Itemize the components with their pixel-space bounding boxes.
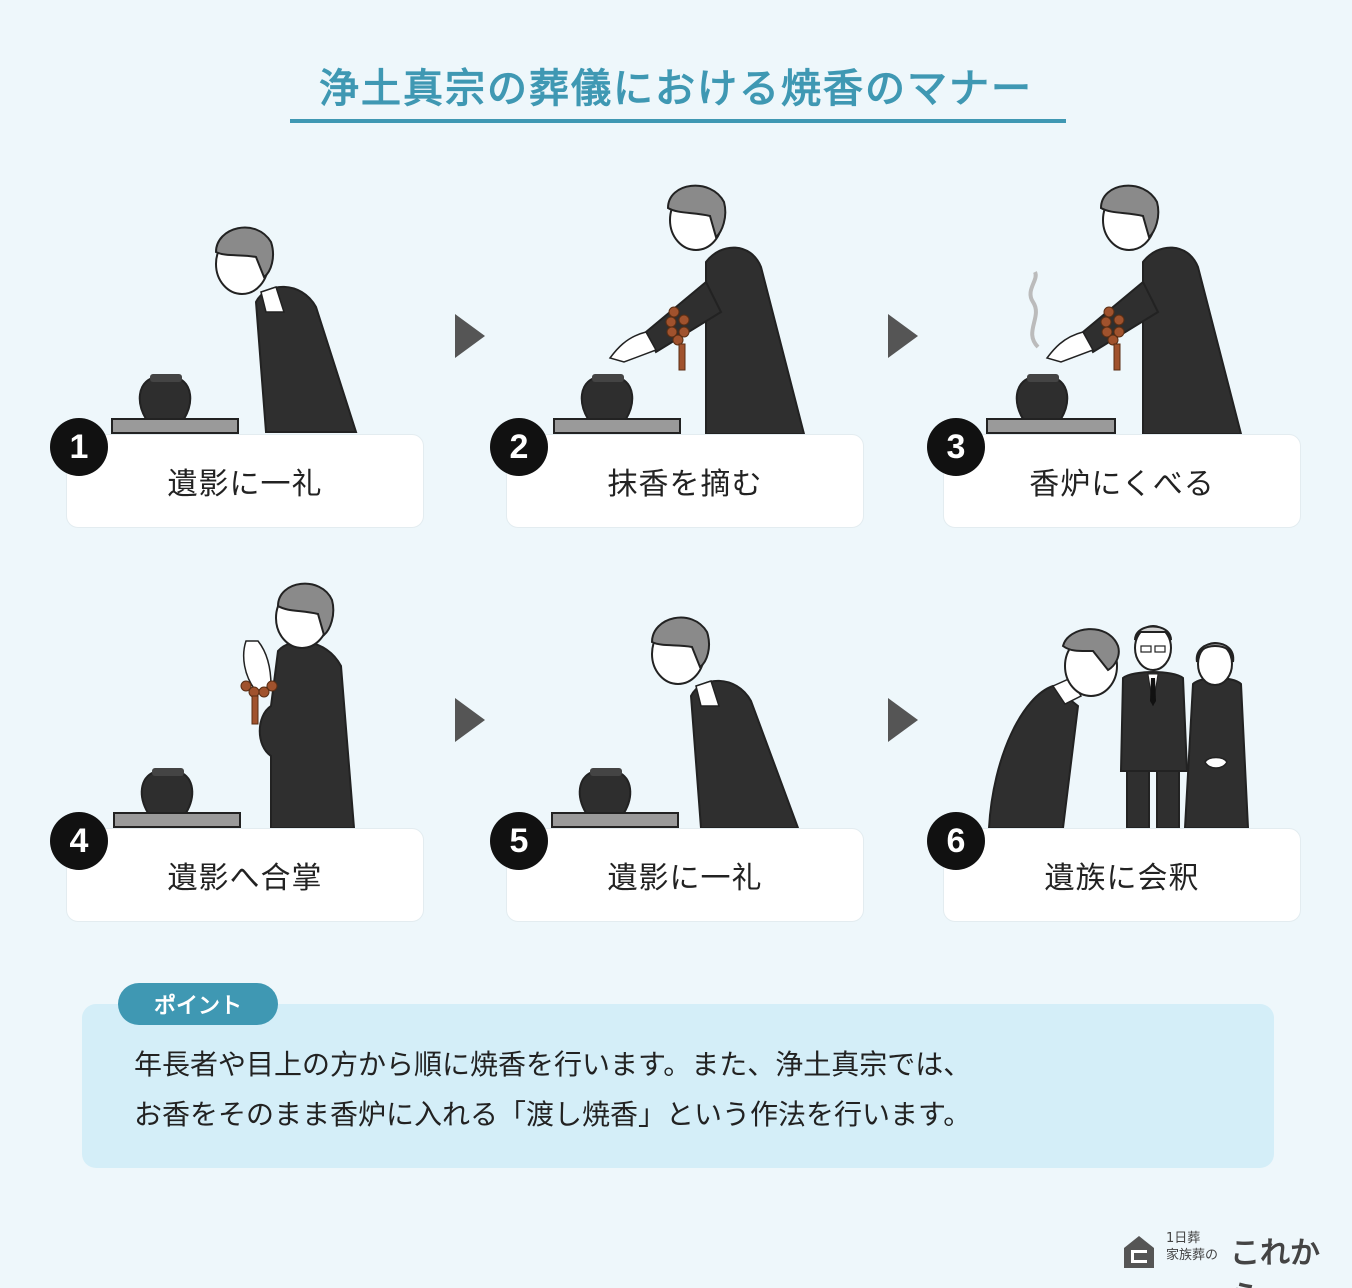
logo-subtitle: 1日葬 家族葬の bbox=[1166, 1230, 1218, 1264]
step-2: 抹香を摘む 2 bbox=[490, 172, 866, 532]
logo-line: 1日葬 bbox=[1166, 1231, 1201, 1246]
step-number-badge: 6 bbox=[927, 812, 985, 870]
step-card: 遺族に会釈 bbox=[943, 828, 1301, 922]
step-number-badge: 2 bbox=[490, 418, 548, 476]
arrow-right-icon bbox=[888, 698, 918, 742]
page-title: 浄土真宗の葬儀における焼香のマナー bbox=[319, 66, 1033, 112]
step-number-badge: 5 bbox=[490, 812, 548, 870]
step-1: 遺影に一礼 1 bbox=[50, 172, 426, 532]
person-bowing-illustration bbox=[551, 616, 800, 829]
step-card: 遺影に一礼 bbox=[506, 828, 864, 922]
step-number-badge: 3 bbox=[927, 418, 985, 476]
arrow-right-icon bbox=[888, 314, 918, 358]
logo-brand-name: これから bbox=[1230, 1236, 1320, 1288]
step-number-badge: 1 bbox=[50, 418, 108, 476]
person-offering-incense-illustration bbox=[986, 184, 1243, 435]
point-text-line: 年長者や目上の方から順に焼香を行います。また、浄土真宗では、 bbox=[134, 1048, 972, 1081]
arrow-right-icon bbox=[455, 314, 485, 358]
bereaved-man bbox=[1119, 625, 1189, 829]
step-card: 遺影に一礼 bbox=[66, 434, 424, 528]
step-3: 香炉にくべる 3 bbox=[927, 172, 1303, 532]
point-text: 年長者や目上の方から順に焼香を行います。また、浄土真宗では、 お香をそのまま香炉… bbox=[134, 1040, 1234, 1140]
person-bowing-illustration bbox=[111, 226, 358, 434]
step-4: 遺影へ合掌 4 bbox=[50, 566, 426, 926]
arrow-right-icon bbox=[455, 698, 485, 742]
person-pinching-incense-illustration bbox=[553, 184, 806, 435]
point-text-line: お香をそのまま香炉に入れる「渡し焼香」という作法を行います。 bbox=[134, 1098, 972, 1131]
logo-line: 家族葬の bbox=[1166, 1248, 1219, 1263]
person-bowing-to-family-illustration bbox=[987, 625, 1250, 829]
step-number-badge: 4 bbox=[50, 812, 108, 870]
point-tag: ポイント bbox=[118, 983, 278, 1025]
bereaved-woman bbox=[1183, 642, 1250, 829]
person-praying-illustration bbox=[113, 582, 356, 829]
step-6: 遺族に会釈 6 bbox=[927, 566, 1303, 926]
title-underline bbox=[290, 119, 1066, 123]
step-card: 遺影へ合掌 bbox=[66, 828, 424, 922]
step-card: 抹香を摘む bbox=[506, 434, 864, 528]
brand-logo: 1日葬 家族葬の これから bbox=[1120, 1228, 1332, 1288]
point-box bbox=[82, 1004, 1274, 1168]
step-5: 遺影に一礼 5 bbox=[490, 566, 866, 926]
house-logo-icon bbox=[1124, 1236, 1154, 1268]
step-card: 香炉にくべる bbox=[943, 434, 1301, 528]
